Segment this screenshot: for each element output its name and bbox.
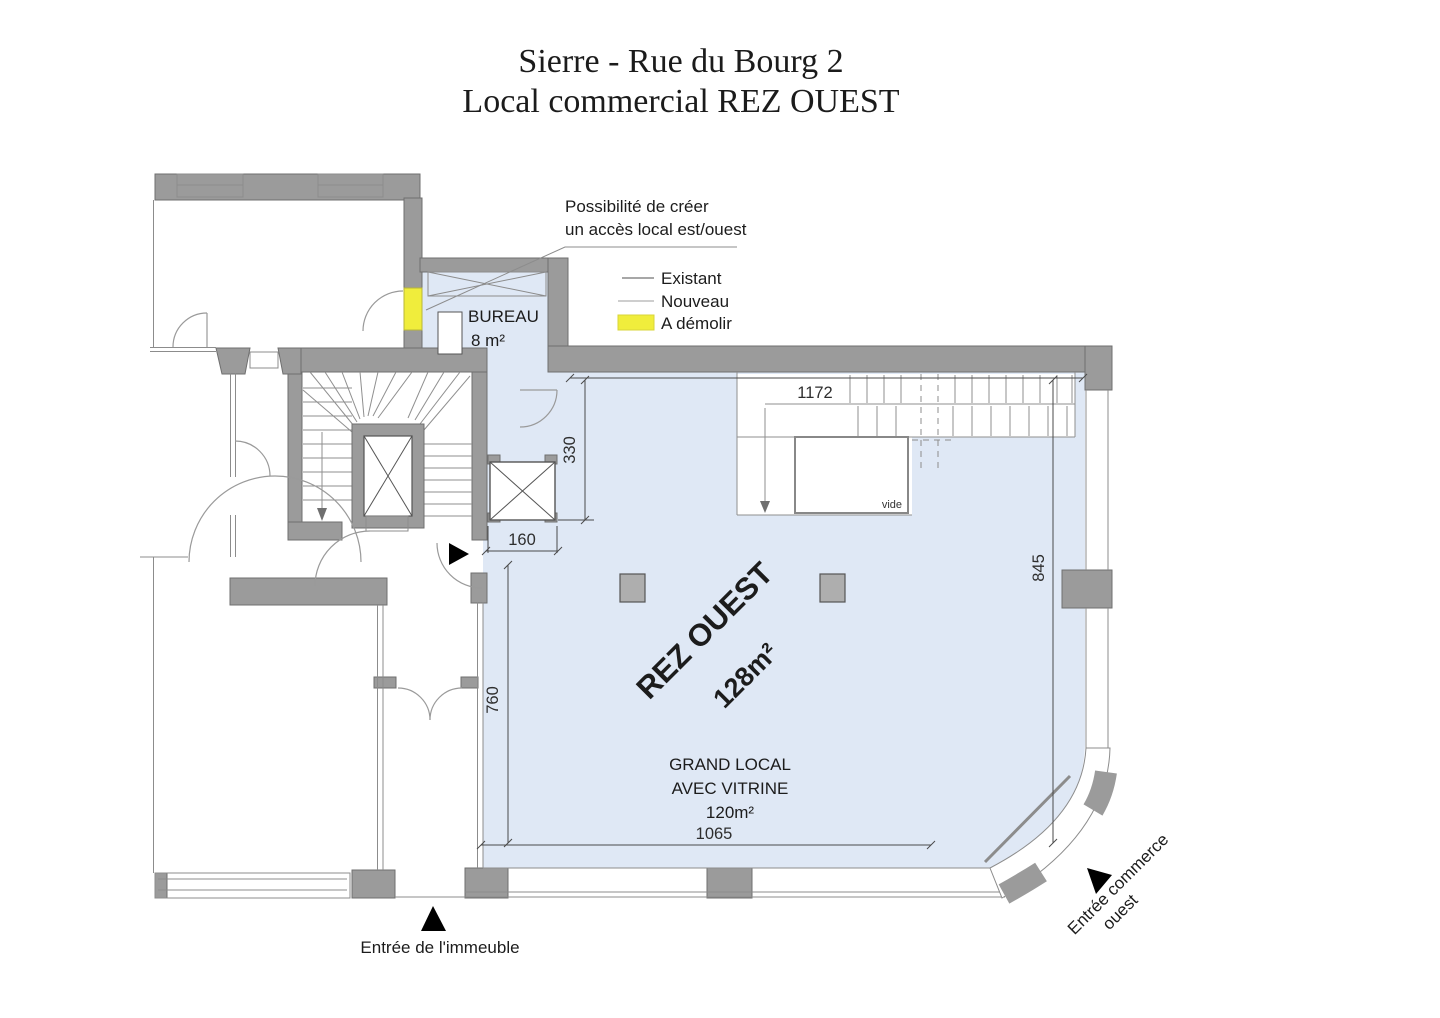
door-swings xyxy=(172,290,558,721)
page-title-line1: Sierre - Rue du Bourg 2 xyxy=(518,43,843,80)
main-floor xyxy=(483,372,1085,868)
bureau-name: BUREAU xyxy=(468,307,539,326)
wall-main-top xyxy=(547,345,1113,373)
annotation: Possibilité de créer un accès local est/… xyxy=(425,197,747,311)
wall-stairwell-bottom xyxy=(287,521,343,541)
dimension-lines: 1172 330 160 760 845 1065 xyxy=(476,373,1088,850)
page-title-line2: Local commercial REZ OUEST xyxy=(462,83,899,120)
curve-wall-seg-top xyxy=(1083,770,1117,816)
dim-top: 1172 xyxy=(797,384,832,402)
legend: Existant Nouveau A démolir xyxy=(617,269,732,333)
wall-bureau-top xyxy=(419,257,549,273)
wall-bureau-left-upper xyxy=(403,197,423,289)
annotation-line2: un accès local est/ouest xyxy=(565,220,747,239)
elevator-door xyxy=(365,515,409,532)
legend-label-demolir: A démolir xyxy=(661,314,732,333)
dashed-stair-lines xyxy=(912,374,952,468)
dim-shaft: 160 xyxy=(508,531,536,549)
windows-thin-walls xyxy=(140,173,1109,899)
leader-line xyxy=(425,246,737,311)
stair-arrow-down-icon xyxy=(317,508,327,521)
service-shaft xyxy=(487,454,558,523)
pillar-south-left xyxy=(464,867,509,899)
dim-bottom: 1065 xyxy=(696,825,733,843)
curve-wall-seg-bottom xyxy=(998,862,1047,904)
pillars xyxy=(619,573,846,603)
grand-local-line1: GRAND LOCAL xyxy=(669,755,791,774)
building-entrance-label: Entrée de l'immeuble xyxy=(360,938,519,957)
grand-local-area: 120m² xyxy=(706,803,755,822)
wall-ne-corner xyxy=(1084,345,1113,391)
wall-corridor-top xyxy=(229,577,388,606)
stair-arrow-down-icon xyxy=(760,501,770,513)
legend-label-existant: Existant xyxy=(661,269,722,288)
door-arrow-icon xyxy=(449,543,469,565)
duct xyxy=(437,311,463,355)
stairwell-west xyxy=(302,371,472,587)
annotation-line1: Possibilité de créer xyxy=(565,197,709,216)
wall-block-south xyxy=(351,869,396,899)
dim-right: 845 xyxy=(1030,554,1048,582)
void-label: vide xyxy=(882,499,902,511)
pillar-1 xyxy=(619,573,646,603)
demolish-wall-segment xyxy=(403,287,423,331)
passage-floor xyxy=(487,348,548,374)
wall-stairwell-right xyxy=(471,371,488,541)
middle-stairs: vide xyxy=(736,372,1076,516)
pillar-east xyxy=(1061,569,1113,609)
commerce-entrance-arrow-icon xyxy=(1087,868,1112,894)
entrance-door-leaf xyxy=(983,774,1072,864)
grand-local-line2: AVEC VITRINE xyxy=(672,779,789,798)
door-stub-left xyxy=(373,676,397,689)
legend-label-nouveau: Nouveau xyxy=(661,292,729,311)
curved-shopfront xyxy=(983,747,1117,904)
dim-stair: 330 xyxy=(561,436,579,464)
dim-left: 760 xyxy=(484,686,502,714)
wall-block-left1 xyxy=(215,347,251,375)
wall-stairwell-left xyxy=(287,371,303,541)
door-stub-right xyxy=(460,676,479,689)
title-block: Sierre - Rue du Bourg 2 Local commercial… xyxy=(462,43,899,120)
closet xyxy=(427,271,547,297)
wall-topleft-band xyxy=(154,173,421,201)
bureau-fixtures xyxy=(427,271,547,355)
pillar-2 xyxy=(819,573,846,603)
void-opening xyxy=(794,436,909,514)
wall-block-left2 xyxy=(277,347,302,375)
bureau-area: 8 m² xyxy=(471,331,505,350)
legend-swatch-demolir xyxy=(617,314,655,331)
building-entrance-arrow-icon xyxy=(421,906,446,931)
window-cap-sw xyxy=(154,872,168,899)
pillar-south-mid xyxy=(706,867,753,899)
